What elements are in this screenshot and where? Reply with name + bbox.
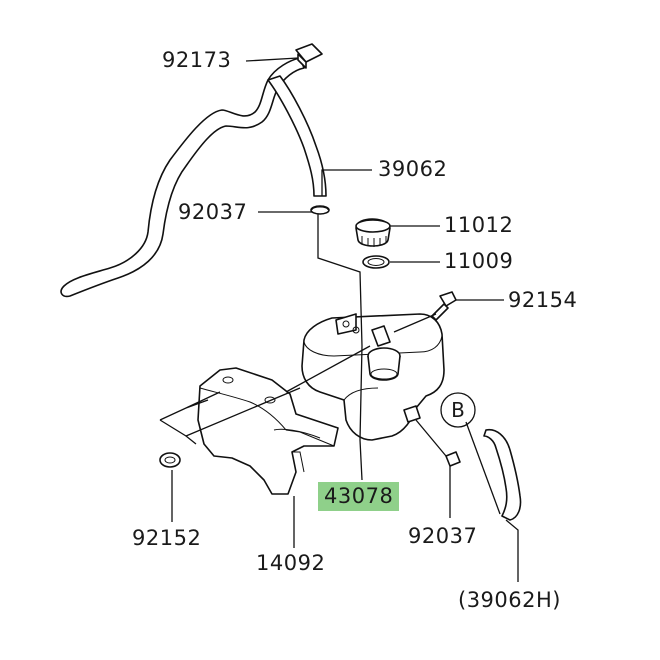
bolt-92154 xyxy=(431,291,457,321)
hose-clamp-92037-top xyxy=(310,205,330,215)
callout-circle-b xyxy=(440,392,476,428)
label-14092: 14092 xyxy=(256,551,326,575)
label-92037-bottom: 92037 xyxy=(408,524,478,548)
label-39062h: (39062H) xyxy=(458,588,561,612)
hose-39062H xyxy=(483,428,522,521)
label-11009: 11009 xyxy=(444,249,514,273)
label-43078: 43078 xyxy=(318,482,400,511)
leader-lines xyxy=(159,57,519,582)
callout-b-letter: B xyxy=(451,398,465,422)
label-92037-top: 92037 xyxy=(178,200,248,224)
reservoir-tank-43078 xyxy=(301,313,445,441)
label-39062: 39062 xyxy=(378,157,448,181)
hose-clamp-92037-bottom xyxy=(445,451,461,467)
label-92152: 92152 xyxy=(132,526,202,550)
bracket-14092 xyxy=(197,367,339,495)
breather-hose-upper xyxy=(60,57,327,298)
tank-cap-11012 xyxy=(355,218,391,247)
label-92173: 92173 xyxy=(162,48,232,72)
grommet-92152 xyxy=(159,452,181,468)
label-92154: 92154 xyxy=(508,288,578,312)
gasket-11009 xyxy=(362,255,390,269)
label-11012: 11012 xyxy=(444,213,514,237)
